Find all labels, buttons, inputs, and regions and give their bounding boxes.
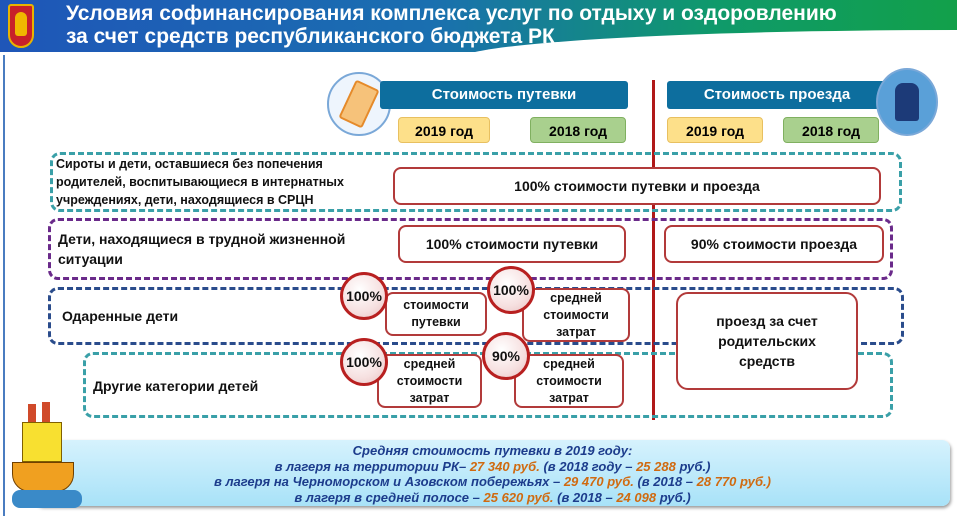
header-band bbox=[0, 0, 957, 60]
average-cost-banner: Средняя стоимость путевки в 2019 году: в… bbox=[35, 440, 950, 506]
year-2018-trip: 2018 год bbox=[530, 117, 626, 143]
column-divider bbox=[652, 80, 655, 420]
row-orphans-value: 100% стоимости путевки и проезда bbox=[393, 167, 881, 205]
row-gifted-2018-text: средней стоимости затрат bbox=[522, 288, 630, 342]
column-header-travel: Стоимость проезда bbox=[667, 81, 887, 109]
price-2019: 25 620 руб. bbox=[483, 489, 554, 505]
row-difficult bbox=[48, 218, 893, 280]
ship-icon bbox=[12, 392, 92, 510]
year-2019-trip: 2019 год bbox=[398, 117, 490, 143]
year-2019-travel: 2019 год bbox=[667, 117, 763, 143]
row-gifted bbox=[48, 287, 904, 345]
text: в лагеря в средней полосе – bbox=[294, 489, 484, 505]
column-header-trip: Стоимость путевки bbox=[380, 81, 628, 109]
text: (в 2018 году – bbox=[539, 458, 637, 474]
year-2018-travel: 2018 год bbox=[783, 117, 879, 143]
train-icon bbox=[876, 68, 938, 136]
page-title-line1: Условия софинансирования комплекса услуг… bbox=[66, 2, 837, 25]
row-other-2018-text: средней стоимости затрат bbox=[514, 354, 624, 408]
text: (в 2018 – bbox=[633, 474, 697, 489]
row-gifted-label: Одаренные дети bbox=[62, 308, 179, 324]
row-difficult-label: Дети, находящиеся в трудной жизненной си… bbox=[58, 231, 346, 267]
text: (в 2018 – bbox=[553, 489, 617, 505]
banner-title: Средняя стоимость путевки в 2019 году: bbox=[352, 443, 633, 458]
left-border bbox=[3, 55, 5, 516]
page-title-line2: за счет средств республиканского бюджета… bbox=[66, 25, 555, 48]
text: в лагеря на территории РК– bbox=[274, 458, 470, 474]
banner-line-sea: в лагеря на Черноморском и Азовском побе… bbox=[35, 474, 950, 490]
row-other-2019-badge: 100% bbox=[340, 338, 388, 386]
row-difficult-travel: 90% стоимости проезда bbox=[664, 225, 884, 263]
price-2018: 24 098 bbox=[616, 489, 657, 505]
row-gifted-2019-badge: 100% bbox=[340, 272, 388, 320]
row-orphans bbox=[50, 152, 902, 212]
travel-parents-box: проезд за счет родительских средств bbox=[676, 292, 858, 390]
row-other-label: Другие категории детей bbox=[93, 378, 259, 394]
banner-line-middle: в лагеря в средней полосе – 25 620 руб. … bbox=[35, 490, 950, 506]
text: руб.) bbox=[675, 458, 711, 474]
price-2019: 29 470 руб. bbox=[563, 474, 634, 489]
row-gifted-2019-text: стоимости путевки bbox=[385, 292, 487, 336]
price-2018: 28 770 руб.) bbox=[696, 474, 771, 489]
price-2018: 25 288 bbox=[636, 458, 676, 474]
banner-line-rk: в лагеря на территории РК– 27 340 руб. (… bbox=[35, 459, 950, 475]
row-orphans-label: Сироты и дети, оставшиеся без попечения … bbox=[56, 157, 344, 207]
text: руб.) bbox=[656, 489, 691, 505]
row-other-2019-text: средней стоимости затрат bbox=[377, 354, 482, 408]
row-gifted-2018-badge: 100% bbox=[487, 266, 535, 314]
row-other-2018-badge: 90% bbox=[482, 332, 530, 380]
row-difficult-trip: 100% стоимости путевки bbox=[398, 225, 626, 263]
text: в лагеря на Черноморском и Азовском побе… bbox=[213, 474, 564, 489]
price-2019: 27 340 руб. bbox=[469, 458, 540, 474]
komi-crest-icon bbox=[8, 4, 34, 48]
